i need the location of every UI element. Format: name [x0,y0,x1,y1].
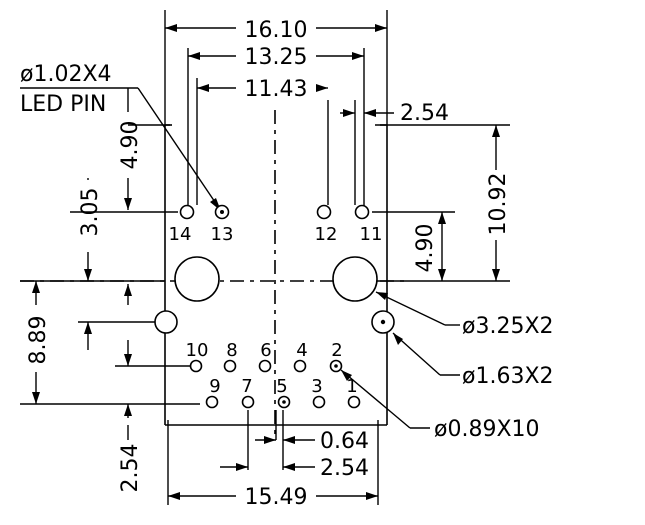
dim-label-10-92: 10.92 [486,173,511,236]
dim-label-3-05: 3.05 [78,188,103,237]
dim-2-54-top: 2.54 [340,100,449,205]
signal-pin-5-dot [282,400,286,404]
dim-label-4-90-left: 4.90 [118,121,143,170]
dim-15-49: 15.49 [167,420,379,510]
pin-label-8: 8 [226,340,237,361]
pin-label-3: 3 [311,376,322,397]
signal-pin-1 [347,395,361,409]
dim-3-05: 3.05 [70,178,178,281]
dim-16-10: 16.10 [164,10,388,125]
dim-label-2-54-top: 2.54 [400,101,449,126]
led-pin-callout: ø1.02X4 LED PIN [20,62,221,211]
pin-label-7: 7 [241,376,252,397]
signal-pins [189,359,361,409]
pin-label-9: 9 [209,376,220,397]
led-pin-13-dot [220,210,224,214]
pin-label-10: 10 [186,340,209,361]
dim-8-89: 8.89 [20,280,200,405]
led-pin-12 [316,204,332,220]
pin-label-2: 2 [331,340,342,361]
pin-number-labels: 14 13 12 11 10 8 6 4 2 9 7 5 3 1 [169,224,383,397]
led-pin-11 [354,204,370,220]
peg-hole-right-dot [380,319,386,325]
pin-label-1: 1 [346,376,357,397]
pin-label-4: 4 [296,340,307,361]
peg-hole-left [154,310,178,334]
led-pin-size-label: ø1.02X4 [20,62,112,87]
pin-label-14: 14 [169,224,192,245]
dim-label-2-54-bottom: 2.54 [320,456,369,481]
signal-pin-2-dot [334,364,338,368]
dim-label-15-49: 15.49 [245,485,308,510]
pin-label-5: 5 [276,376,287,397]
dim-left-small-arrows [78,284,195,367]
peg-hole-callout: ø1.63X2 [392,332,554,389]
led-pin-14 [179,204,195,220]
peg-holes [154,310,395,334]
mount-hole-right [332,256,378,302]
dim-label-4-90-right: 4.90 [413,224,438,273]
signal-pin-4 [293,359,307,373]
dim-10-92: 10.92 [340,124,511,282]
signal-pin-8 [223,359,237,373]
signal-pin-10 [189,359,203,373]
dim-13-25: 13.25 [187,45,365,210]
dim-label-2-54-left: 2.54 [118,444,143,493]
mount-hole-callout: ø3.25X2 [375,291,554,339]
dim-11-43: 11.43 [196,77,329,205]
signal-pin-callout: ø0.89X10 [340,369,540,442]
dim-4-90-right: 4.90 [372,211,455,281]
signal-pin-3 [312,395,326,409]
mount-holes [174,256,378,302]
mount-hole-left [174,256,220,302]
pin-label-6: 6 [260,340,271,361]
dim-label-11-43: 11.43 [245,77,308,102]
signal-pin-6 [258,359,272,373]
signal-pin-7 [241,395,255,409]
peg-hole-label: ø1.63X2 [462,364,554,389]
signal-pin-9 [205,395,219,409]
led-pins [179,204,370,220]
dim-2-54-left: 2.54 [118,404,143,492]
dim-4-90-left: 4.90 [118,88,170,210]
dim-0-64: 0.64 [247,410,369,470]
pin-label-12: 12 [315,224,338,245]
dim-label-0-64: 0.64 [320,429,369,454]
pin-label-13: 13 [211,224,234,245]
signal-pin-label: ø0.89X10 [434,417,540,442]
dim-label-13-25: 13.25 [245,45,308,70]
led-pin-label: LED PIN [20,92,106,117]
mount-hole-label: ø3.25X2 [462,314,554,339]
dim-2-54-bottom: 2.54 [220,456,369,481]
dim-label-16-10: 16.10 [245,18,308,43]
dim-label-8-89: 8.89 [26,316,51,365]
pin-label-11: 11 [360,224,383,245]
